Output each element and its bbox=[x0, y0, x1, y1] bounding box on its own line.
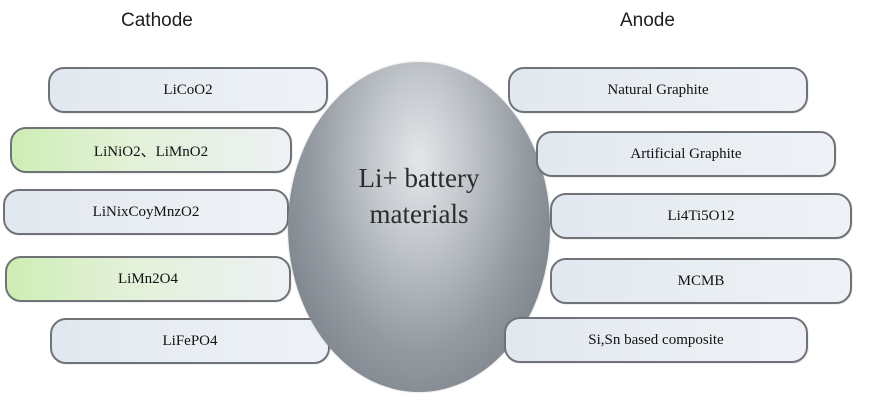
anode-item-label: Li4Ti5O12 bbox=[667, 207, 735, 224]
cathode-title: Cathode bbox=[121, 10, 193, 31]
anode-item-li4ti5o12: Li4Ti5O12 bbox=[550, 193, 852, 239]
anode-item-artificial-graphite: Artificial Graphite bbox=[536, 131, 836, 177]
cathode-item-label: LiCoO2 bbox=[163, 81, 213, 98]
anode-item-natural-graphite: Natural Graphite bbox=[508, 67, 808, 113]
cathode-item-linixcoymnzo2: LiNixCoyMnzO2 bbox=[3, 189, 289, 235]
anode-item-label: Si,Sn based composite bbox=[588, 331, 724, 348]
cathode-item-label: LiNiO2、LiMnO2 bbox=[93, 143, 209, 160]
anode-item-label: Natural Graphite bbox=[607, 81, 709, 98]
cathode-item-label: LiMn2O4 bbox=[118, 270, 178, 287]
anode-item-label: MCMB bbox=[677, 272, 725, 289]
cathode-item-label: LiNixCoyMnzO2 bbox=[92, 203, 200, 220]
cathode-item-linio2-limno2: LiNiO2、LiMnO2 bbox=[10, 127, 292, 173]
anode-title: Anode bbox=[620, 10, 675, 31]
anode-item-mcmb: MCMB bbox=[550, 258, 852, 304]
cathode-item-label: LiFePO4 bbox=[162, 332, 218, 349]
cathode-item-limn2o4: LiMn2O4 bbox=[5, 256, 291, 302]
anode-item-si-sn-composite: Si,Sn based composite bbox=[504, 317, 808, 363]
anode-item-label: Artificial Graphite bbox=[630, 145, 742, 162]
center-label: Li+ battery materials bbox=[288, 160, 550, 232]
cathode-item-lifepo4: LiFePO4 bbox=[50, 318, 330, 364]
center-label-line2: materials bbox=[369, 199, 469, 229]
center-label-line1: Li+ battery bbox=[358, 163, 480, 193]
cathode-item-licoo2: LiCoO2 bbox=[48, 67, 328, 113]
